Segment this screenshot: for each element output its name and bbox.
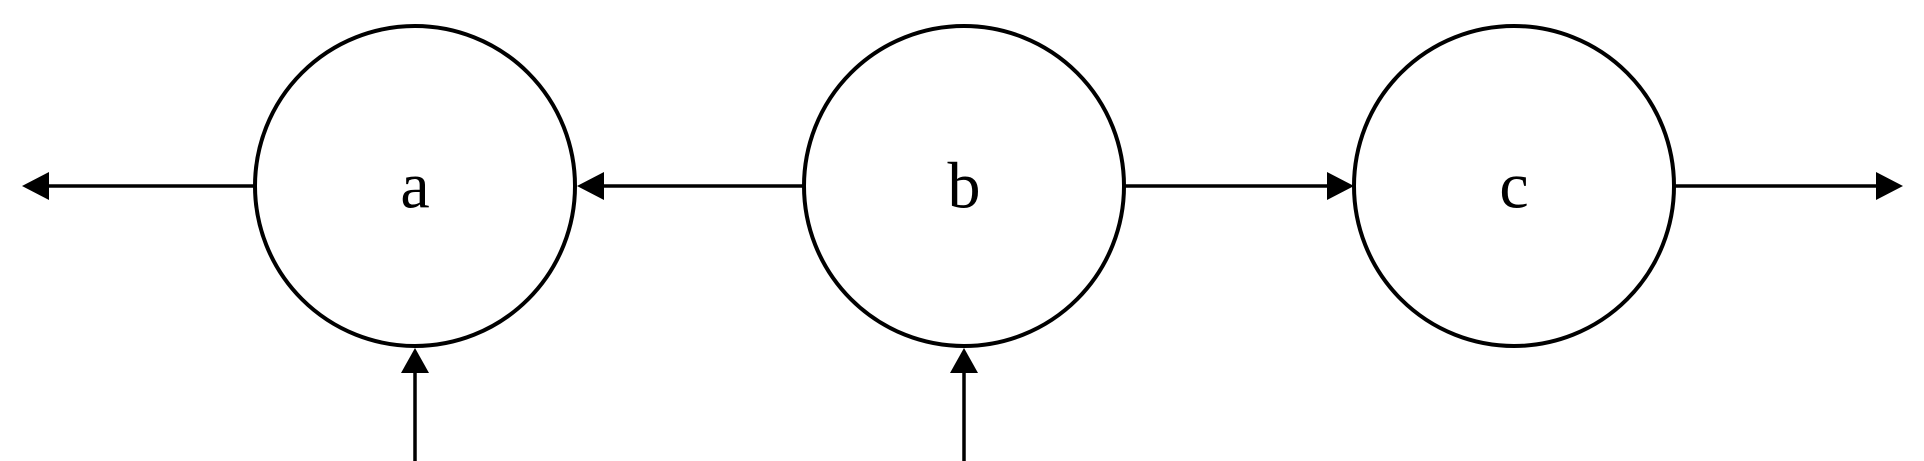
edge-bottom-entry-to-a xyxy=(401,348,429,461)
arrowhead-into-c xyxy=(1327,172,1354,200)
node-c-circle xyxy=(1352,24,1676,348)
edge-b-to-a xyxy=(577,172,804,200)
node-a-label: a xyxy=(400,150,429,223)
arrowhead-right-exit xyxy=(1876,172,1903,200)
arrowhead-into-a-from-bottom xyxy=(401,348,429,373)
node-c: c xyxy=(1352,24,1676,348)
node-a-circle xyxy=(253,24,577,348)
edge-a-to-left-exit xyxy=(22,172,254,200)
edge-c-to-right-exit xyxy=(1674,172,1903,200)
node-b-circle xyxy=(802,24,1126,348)
node-a: a xyxy=(253,24,577,348)
node-c-label: c xyxy=(1499,150,1528,223)
arrowhead-into-b-from-bottom xyxy=(950,348,978,373)
node-b-label: b xyxy=(948,150,981,223)
node-b: b xyxy=(802,24,1126,348)
edge-bottom-entry-to-b xyxy=(950,348,978,461)
arrowhead-into-a xyxy=(577,172,604,200)
edge-b-to-c xyxy=(1124,172,1354,200)
arrowhead-left-exit xyxy=(22,172,49,200)
